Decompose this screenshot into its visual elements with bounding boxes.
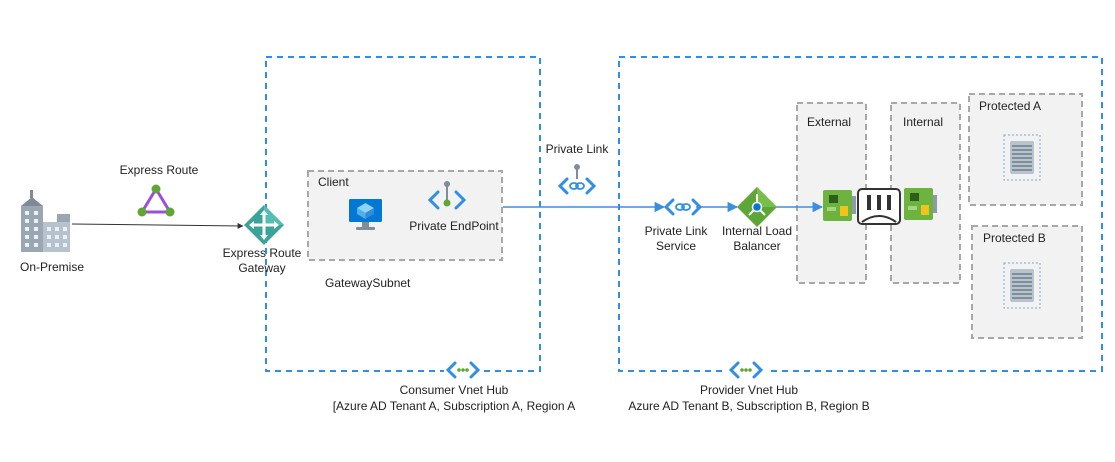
on-premise-label: On-Premise [20, 260, 84, 274]
protected-b-label: Protected B [983, 231, 1046, 245]
provider-hub-label-line2: Azure AD Tenant B, Subscription B, Regio… [628, 399, 869, 413]
internal-load-balancer-label-line2: Balancer [733, 239, 780, 253]
express-route-gateway-icon [244, 205, 284, 245]
provider-vnet-icon [726, 360, 766, 380]
protected-a-label: Protected A [979, 99, 1041, 113]
consumer-hub-label-line1: Consumer Vnet Hub [400, 383, 509, 397]
internal-label: Internal [903, 115, 943, 129]
gateway-subnet-label: GatewaySubnet [325, 276, 411, 290]
consumer-vnet-hub-boundary [265, 56, 541, 372]
private-link-icon [557, 164, 597, 195]
building-icon [21, 190, 70, 252]
private-link-service-icon [663, 198, 703, 216]
express-route-gateway-label-line2: Gateway [238, 261, 285, 275]
provider-hub-label-line1: Provider Vnet Hub [700, 383, 798, 397]
client-subnet-box [307, 170, 503, 261]
private-link-label: Private Link [546, 142, 610, 156]
virtual-machine-icon [349, 199, 382, 230]
external-nic-icon [823, 190, 856, 221]
express-route-icon [137, 184, 175, 217]
consumer-hub-label-line2: [Azure AD Tenant A, Subscription A, Regi… [333, 399, 576, 413]
protected-a-server-icon [1003, 134, 1041, 181]
provider-vnet-hub-boundary [618, 56, 1103, 372]
internal-nic-icon [904, 188, 937, 220]
consumer-vnet-icon [444, 360, 482, 380]
private-endpoint-label: Private EndPoint [409, 219, 499, 233]
client-label: Client [318, 175, 349, 189]
private-endpoint-icon [427, 181, 467, 210]
express-route-label: Express Route [120, 163, 199, 177]
onprem-to-gateway-connector [71, 222, 244, 229]
firewall-appliance-icon [857, 188, 901, 225]
protected-b-server-icon [1003, 262, 1041, 309]
external-label: External [807, 115, 851, 129]
express-route-gateway-label-line1: Express Route [223, 246, 302, 260]
private-link-service-label-line2: Service [656, 239, 696, 253]
private-link-service-label-line1: Private Link [645, 224, 709, 238]
internal-load-balancer-label-line1: Internal Load [722, 224, 792, 238]
load-balancer-icon [737, 187, 777, 227]
